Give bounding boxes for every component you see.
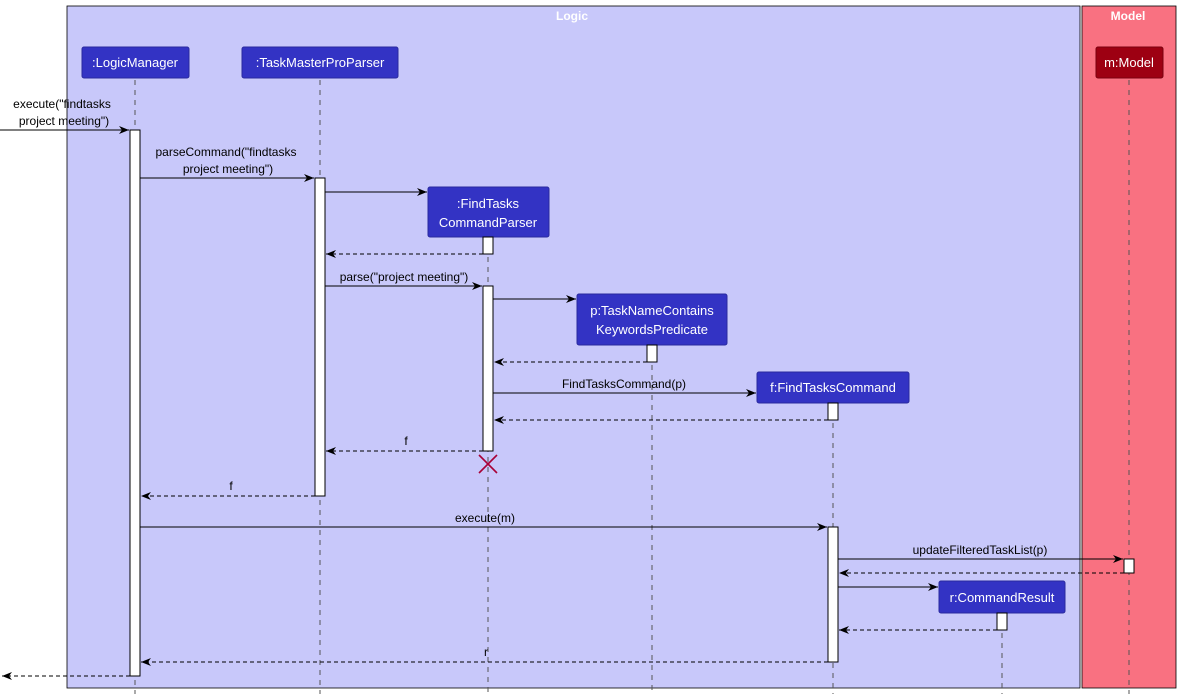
activation-predicate (646, 344, 658, 363)
model-frame-title: Model (1111, 9, 1146, 23)
svg-text::TaskMasterProParser: :TaskMasterProParser (256, 55, 385, 70)
activation-find-tasks-command-create (827, 402, 839, 421)
destroy-marker-icon (478, 454, 498, 474)
activation-find-tasks-command-parser-create (482, 236, 494, 255)
message-parse-label: parse("project meeting") (340, 270, 469, 284)
svg-text:CommandParser: CommandParser (439, 215, 538, 230)
message-execute-m-label: execute(m) (455, 511, 515, 525)
svg-text:m:Model: m:Model (1104, 55, 1154, 70)
return-f-parser-label: f (404, 434, 408, 448)
model-frame (1081, 5, 1177, 689)
logic-frame (66, 5, 1081, 689)
participant-command-result: r:CommandResult (938, 580, 1066, 614)
activation-find-tasks-command-parser (482, 285, 494, 452)
participant-find-tasks-command: f:FindTasksCommand (756, 371, 910, 404)
message-parse-command-label-2: project meeting") (183, 162, 273, 176)
activation-parser (314, 177, 326, 497)
return-f-manager-label: f (229, 479, 233, 493)
message-update-filtered-label: updateFilteredTaskList(p) (913, 543, 1048, 557)
activation-find-tasks-command (827, 526, 839, 663)
participant-find-tasks-command-parser: :FindTasks CommandParser (427, 186, 550, 238)
activation-model (1123, 558, 1135, 574)
participant-parser: :TaskMasterProParser (241, 46, 399, 79)
svg-text:f:FindTasksCommand: f:FindTasksCommand (770, 380, 896, 395)
logic-frame-title: Logic (556, 9, 588, 23)
return-r-manager-label: r (484, 645, 488, 659)
message-create-command-label: FindTasksCommand(p) (562, 377, 686, 391)
svg-text:KeywordsPredicate: KeywordsPredicate (596, 322, 708, 337)
svg-text:r:CommandResult: r:CommandResult (950, 590, 1055, 605)
svg-text::LogicManager: :LogicManager (92, 55, 179, 70)
activation-command-result (996, 612, 1008, 631)
message-parse-command-label-1: parseCommand("findtasks (156, 145, 297, 159)
message-execute-in-label-1: execute("findtasks (13, 97, 111, 111)
participant-model: m:Model (1095, 46, 1164, 79)
participant-predicate: p:TaskNameContains KeywordsPredicate (576, 293, 728, 346)
message-execute-in-label-2: project meeting") (19, 114, 109, 128)
activation-logic-manager (129, 129, 141, 677)
svg-text:p:TaskNameContains: p:TaskNameContains (590, 303, 714, 318)
svg-text::FindTasks: :FindTasks (457, 196, 520, 211)
participant-logic-manager: :LogicManager (81, 46, 190, 79)
